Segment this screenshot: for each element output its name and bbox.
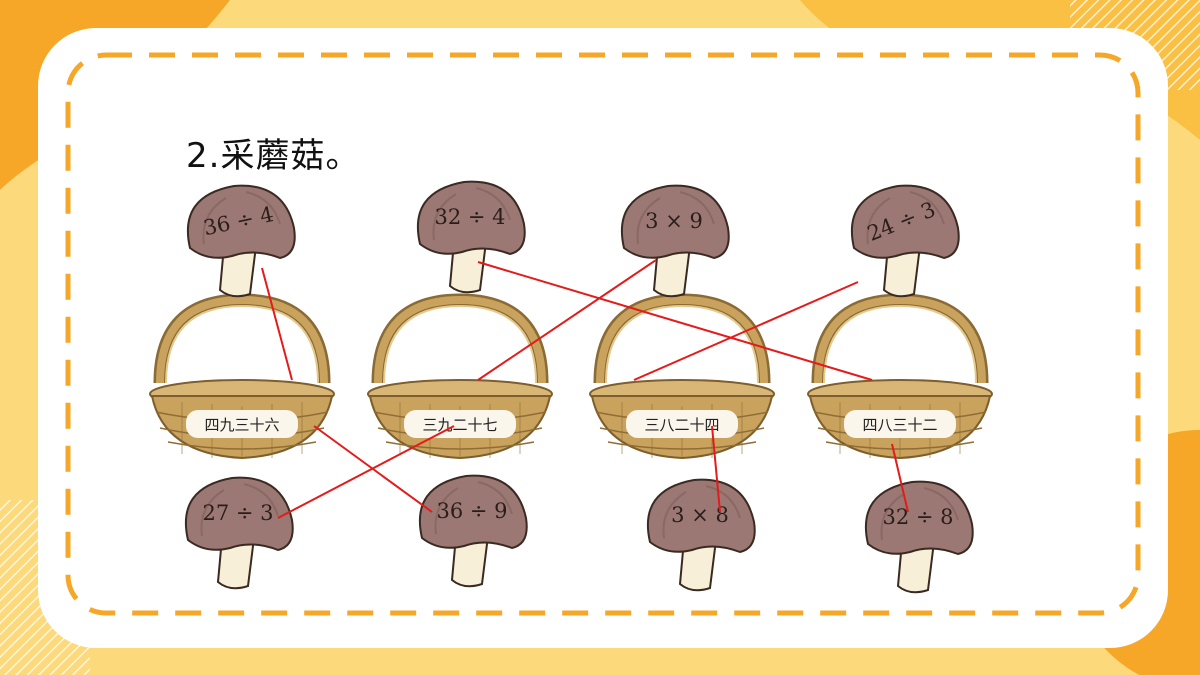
top-mushroom-2[interactable]: 32 ÷ 4 [416,180,526,294]
mushroom-expression: 32 ÷ 4 [434,205,505,229]
top-mushroom-1[interactable]: 36 ÷ 4 [186,184,296,298]
basket-label: 三八二十四 [644,416,719,434]
match-line-3 [477,259,657,381]
match-line-2 [477,261,873,381]
basket-label: 四八三十二 [862,416,937,434]
bottom-mushroom-1[interactable]: 27 ÷ 3 [184,476,294,590]
baskets: 四九三十六 三九二十七 三八二十四 四八三十二 [150,300,992,459]
match-line-8 [891,443,909,513]
page-title: 2.采蘑菇。 [186,136,361,176]
basket-1: 四九三十六 [150,300,334,459]
basket-label: 四九三十六 [204,416,279,434]
match-line-7 [711,425,721,513]
bottom-mushroom-4[interactable]: 32 ÷ 8 [864,480,974,594]
mushroom-expression: 27 ÷ 3 [202,501,273,525]
basket-label: 三九二十七 [422,416,497,434]
bottom-mushroom-2[interactable]: 36 ÷ 9 [418,474,528,588]
mushroom-expression: 36 ÷ 9 [436,499,507,523]
match-line-5 [277,425,455,519]
top-mushroom-4[interactable]: 24 ÷ 3 [850,184,960,298]
mushroom-expression: 32 ÷ 8 [882,505,953,529]
basket-3: 三八二十四 [590,300,774,459]
basket-4: 四八三十二 [808,300,992,459]
mushroom-expression: 3 × 9 [645,209,703,233]
match-line-6 [313,425,433,513]
dashed-border [65,52,1141,616]
top-mushroom-3[interactable]: 3 × 9 [620,184,730,298]
connector-lines [261,259,909,519]
basket-2: 三九二十七 [368,300,552,459]
match-line-4 [633,281,859,381]
match-line-1 [261,267,293,381]
